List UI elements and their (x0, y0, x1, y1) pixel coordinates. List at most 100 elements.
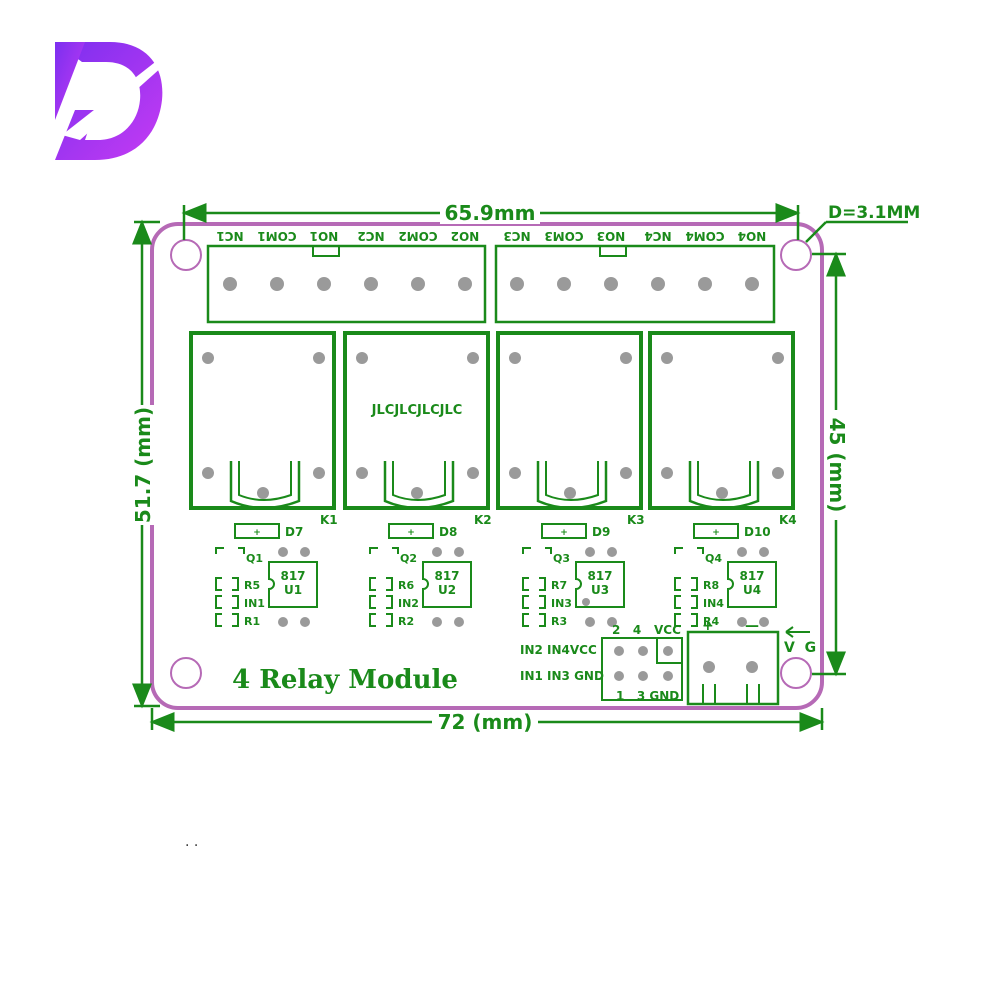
resistor-ref-label: R7 (551, 579, 567, 592)
relay-pin (411, 487, 423, 499)
relay-pin (509, 467, 521, 479)
terminal-label: NO1 (310, 229, 339, 243)
via-pad (454, 617, 464, 627)
relay-pin (772, 352, 784, 364)
header-pad (663, 646, 673, 656)
diode-mark-icon: + (712, 528, 720, 538)
relay-pin (661, 352, 673, 364)
input-label: IN4 (703, 597, 724, 610)
terminal-label: NC1 (216, 229, 243, 243)
power-vg-label: V G (784, 640, 816, 656)
terminal-label: COM3 (544, 229, 583, 243)
relay-ref-label: K4 (779, 513, 797, 527)
smd-footprint (522, 595, 546, 609)
via-pad (432, 617, 442, 627)
relay-pin (467, 352, 479, 364)
via-pad (300, 547, 310, 557)
stylized-letter-d-logo (55, 42, 172, 160)
optocoupler-outline (422, 561, 472, 608)
relay-ref-label: K1 (320, 513, 338, 527)
diode-outline (388, 523, 434, 539)
relay-k4: K4 (648, 331, 797, 527)
relay-pin (313, 352, 325, 364)
relay-pin (356, 352, 368, 364)
relay-k2: K2 (343, 331, 492, 527)
power-pad (703, 661, 715, 673)
via-pad (585, 547, 595, 557)
via-pad (582, 598, 590, 606)
dimension-text-left-bg (130, 405, 156, 525)
optocoupler-part-label: 817 (739, 569, 764, 583)
diode-outline (693, 523, 739, 539)
dimension-text-top-bg (440, 200, 540, 224)
terminal-pad (364, 277, 378, 291)
transistor-outline (522, 547, 552, 554)
smd-footprint (522, 577, 546, 591)
terminal-pad (223, 277, 237, 291)
transistor-outline (674, 547, 704, 554)
header-pad (638, 646, 648, 656)
diode-ref-label: D10 (744, 525, 771, 539)
relay-pin (620, 467, 632, 479)
relay-pin (716, 487, 728, 499)
smd-footprint (215, 613, 239, 627)
via-pad (607, 617, 617, 627)
relay-pin (202, 467, 214, 479)
power-minus-label: — (745, 618, 759, 634)
smd-footprint (369, 577, 393, 591)
terminal-label: COM4 (685, 229, 724, 243)
smd-footprint (674, 595, 698, 609)
relay-k3: K3 (496, 331, 645, 527)
terminal-pad (458, 277, 472, 291)
via-pad (278, 617, 288, 627)
terminal-pad (557, 277, 571, 291)
relay-mark: JLCJLCJLCJLC (371, 403, 463, 418)
via-pad (454, 547, 464, 557)
terminal-pad (270, 277, 284, 291)
header-pad (663, 671, 673, 681)
power-terminal (686, 626, 810, 706)
relay-ref-label: K2 (474, 513, 492, 527)
header-pad (614, 646, 624, 656)
power-plus-label: + (702, 618, 714, 634)
terminal-pad (604, 277, 618, 291)
driver-circuits: +D7Q1R5IN1R1817U1+D8Q2R6IN2R2817U2+D9Q3R… (215, 523, 777, 628)
via-pad (737, 547, 747, 557)
terminal-pad (745, 277, 759, 291)
power-arrow-icon (785, 626, 810, 638)
terminal-pad (411, 277, 425, 291)
diode-ref-label: D9 (592, 525, 610, 539)
terminal-label: NO3 (597, 229, 626, 243)
relay-pin (620, 352, 632, 364)
dimension-right-height: 45 (mm) (825, 418, 849, 513)
via-pad (432, 547, 442, 557)
relay-pin (313, 467, 325, 479)
resistor-ref-label: R3 (551, 615, 567, 628)
optocoupler-ref-label: U1 (284, 583, 302, 597)
relay-pin (356, 467, 368, 479)
resistor-ref-label: R2 (398, 615, 414, 628)
terminal-label: COM2 (398, 229, 437, 243)
smd-footprint (215, 577, 239, 591)
optocoupler-ref-label: U3 (591, 583, 609, 597)
transistor-ref-label: Q1 (246, 552, 263, 565)
stray-marks: . . (185, 834, 198, 850)
optocoupler-part-label: 817 (280, 569, 305, 583)
relay-pin (509, 352, 521, 364)
power-pad (746, 661, 758, 673)
relay-pin (564, 487, 576, 499)
resistor-ref-label: R4 (703, 615, 719, 628)
diode-outline (541, 523, 587, 539)
transistor-ref-label: Q4 (705, 552, 722, 565)
terminal-label: NO2 (451, 229, 480, 243)
dimension-left-height: 51.7 (mm) (131, 407, 155, 523)
via-pad (737, 617, 747, 627)
diode-outline (234, 523, 280, 539)
smd-footprint (369, 595, 393, 609)
smd-footprint (369, 613, 393, 627)
diode-ref-label: D8 (439, 525, 457, 539)
